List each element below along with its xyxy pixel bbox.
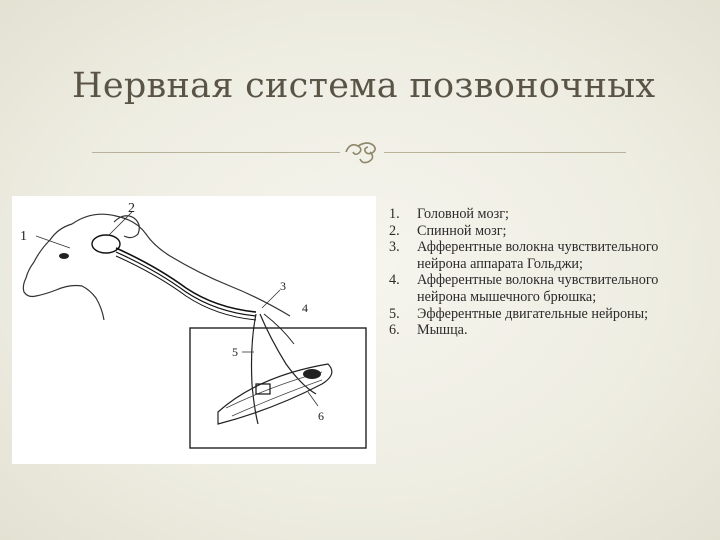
spinal-cord-fiber xyxy=(115,255,257,321)
legend-item: 4. Афферентные волокна чувствительного н… xyxy=(389,272,689,305)
afferent-fiber xyxy=(259,313,317,395)
eye xyxy=(59,253,69,259)
spinal-cord-fiber xyxy=(115,251,257,317)
legend-item-text: Эфферентные двигательные нейроны; xyxy=(417,305,649,322)
legend-item: 5. Эфферентные двигательные нейроны; xyxy=(389,306,689,323)
afferent-fiber xyxy=(263,313,295,345)
legend-item: 6. Мышца. xyxy=(389,322,689,339)
ear-outline xyxy=(113,215,140,239)
figure-label-5: 5 xyxy=(232,345,238,359)
title-divider-left xyxy=(92,152,340,153)
legend-item-text: Спинной мозг; xyxy=(417,222,507,239)
pointer-line xyxy=(107,211,133,237)
title-divider-right xyxy=(384,152,626,153)
slide-title: Нервная система позвоночных xyxy=(72,66,656,106)
legend-item: 2. Спинной мозг; xyxy=(389,223,689,240)
figure-label-4: 4 xyxy=(302,301,308,315)
legend-item: 1. Головной мозг; xyxy=(389,206,689,223)
spinal-cord xyxy=(115,247,257,313)
figure-label-2: 2 xyxy=(128,201,135,216)
receptor xyxy=(255,383,271,395)
legend-item-text: Головной мозг; xyxy=(417,206,509,222)
legend-item-number: 1. xyxy=(389,206,400,222)
back-outline xyxy=(71,213,291,317)
pointer-line xyxy=(261,289,281,309)
figure-label-3: 3 xyxy=(280,279,286,293)
figure-label-1: 1 xyxy=(20,229,27,244)
muscle xyxy=(217,363,333,425)
legend-item-number: 6. xyxy=(389,322,400,339)
legend-item-text: Афферентные волокна чувствительного нейр… xyxy=(417,239,659,272)
legend-item-number: 4. xyxy=(389,272,400,289)
diagram-frame xyxy=(189,327,367,449)
legend-item-number: 3. xyxy=(389,239,400,256)
pointer-line xyxy=(35,235,71,249)
legend-item-text: Афферентные волокна чувствительного нейр… xyxy=(417,272,659,305)
receptor xyxy=(303,369,321,379)
legend-item: 3. Афферентные волокна чувствительного н… xyxy=(389,239,689,272)
legend-item-text: Мышца. xyxy=(417,322,468,339)
pointer-line xyxy=(307,391,319,407)
legend-item-number: 5. xyxy=(389,305,400,322)
muscle-fiber xyxy=(231,379,323,417)
scroll-ornament-icon xyxy=(345,142,376,164)
figure-label-6: 6 xyxy=(318,409,324,423)
legend-list: 1. Головной мозг; 2. Спинной мозг; 3. Аф… xyxy=(389,206,689,339)
nervous-system-diagram: 1 2 3 4 5 6 xyxy=(12,196,376,464)
head-outline xyxy=(22,223,105,321)
brain xyxy=(91,234,121,254)
legend-item-number: 2. xyxy=(389,222,400,239)
